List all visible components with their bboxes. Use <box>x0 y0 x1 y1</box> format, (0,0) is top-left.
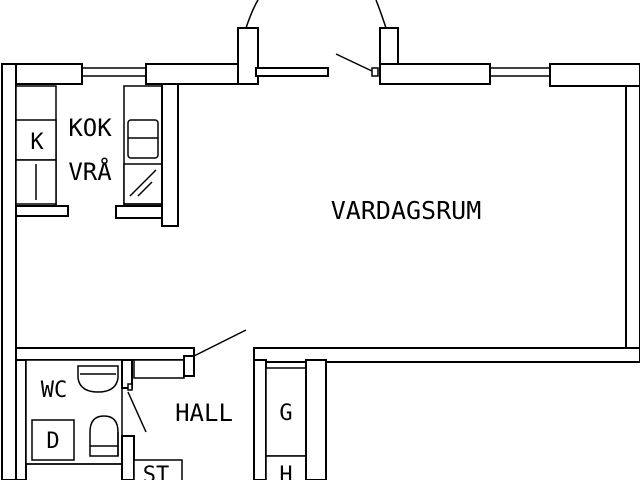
bathroom-block <box>15 359 147 480</box>
balcony-door-arc-left <box>245 0 259 29</box>
kitchen-counter-left <box>15 85 57 207</box>
top-exterior-wall <box>1 27 640 87</box>
kitchen-partition <box>15 205 69 217</box>
room-label-wc: WC <box>41 378 68 403</box>
room-label-kokvra-line1: KOK <box>68 114 112 142</box>
left-exterior-wall <box>1 63 17 480</box>
kitchen-wall-right <box>161 83 179 227</box>
right-exterior-wall <box>625 85 640 357</box>
fixture-label-k: K <box>30 130 44 155</box>
fixture-label-g: G <box>279 401 292 426</box>
balcony-door-arc-right <box>375 0 387 29</box>
room-label-vardagsrum: VARDAGSRUM <box>331 196 482 225</box>
wardrobe-column <box>253 359 327 480</box>
fixture-label-h: H <box>279 463 292 480</box>
entry-door-swing <box>335 53 375 73</box>
room-label-hall: HALL <box>175 399 233 427</box>
fixture-label-d: D <box>46 429 59 454</box>
hall-cabinet <box>133 359 185 379</box>
room-label-kokvra-line2: VRÅ <box>68 157 112 186</box>
living-room-lower-wall <box>15 329 640 363</box>
storage-room <box>121 435 183 480</box>
fixture-label-st: ST <box>143 463 170 480</box>
kitchen-counter-right <box>123 85 163 217</box>
